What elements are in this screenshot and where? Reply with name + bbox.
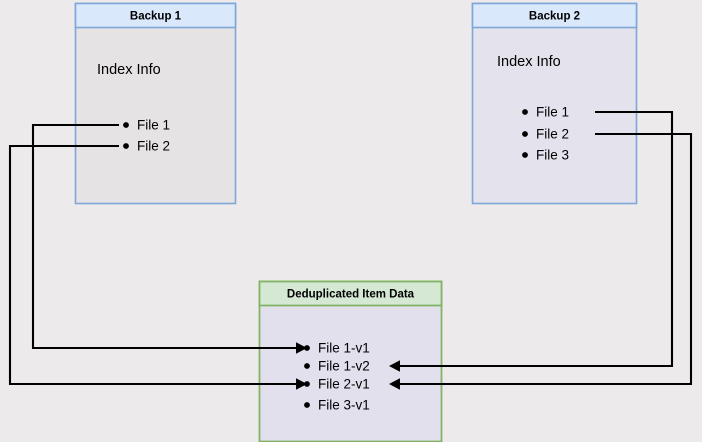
bullet-icon — [304, 402, 310, 408]
dedup-title: Deduplicated Item Data — [287, 289, 415, 301]
connector-backup1-file1-to-file1v1 — [31, 123, 307, 354]
backup1-item-label: File 2 — [137, 139, 170, 154]
connector-backup2-file2-to-file2v1 — [389, 132, 693, 390]
backup1-item-file-2[interactable]: File 2 — [123, 139, 170, 154]
backup1-heading: Index Info — [97, 62, 161, 78]
backup2-item-file-3[interactable]: File 3 — [522, 148, 569, 163]
backup2-item-file-2[interactable]: File 2 — [522, 127, 569, 142]
backup2-header-band — [471, 2, 638, 29]
bullet-icon — [304, 363, 310, 369]
arrowhead-icon — [296, 378, 307, 390]
backup2-box-body — [471, 2, 638, 205]
arrowhead-icon — [389, 378, 400, 390]
dedup-item-file-1-v2[interactable]: File 1-v2 — [304, 359, 370, 374]
backup2-item-label: File 3 — [536, 148, 569, 163]
backup1-item-label: File 1 — [137, 118, 170, 133]
arrowhead-icon — [389, 360, 400, 372]
dedup-box[interactable]: Deduplicated Item Data File 1-v1 File 1-… — [258, 280, 443, 442]
dedup-item-label: File 2-v1 — [318, 377, 370, 392]
dedup-item-label: File 1-v2 — [318, 359, 370, 374]
backup1-header-band — [74, 2, 237, 29]
bullet-icon — [123, 122, 129, 128]
backup2-title: Backup 2 — [529, 11, 580, 23]
bullet-icon — [522, 152, 528, 158]
dedup-box-body — [258, 280, 443, 442]
dedup-header-band — [258, 280, 443, 307]
backup1-title: Backup 1 — [130, 11, 182, 23]
backup2-item-label: File 1 — [536, 105, 569, 120]
backup1-item-file-1[interactable]: File 1 — [123, 118, 170, 133]
backup1-box-body — [74, 2, 237, 205]
backup2-box[interactable]: Backup 2 Index Info File 1 File 2 File 3 — [471, 2, 638, 205]
backup1-box[interactable]: Backup 1 Index Info File 1 File 2 — [74, 2, 237, 205]
bullet-icon — [522, 131, 528, 137]
backup2-item-file-1[interactable]: File 1 — [522, 105, 569, 120]
arrowhead-icon — [296, 342, 307, 354]
dedup-item-label: File 1-v1 — [318, 341, 370, 356]
connector-backup2-file1-to-file1v2 — [389, 110, 674, 372]
backup2-heading: Index Info — [497, 54, 561, 70]
dedup-item-label: File 3-v1 — [318, 398, 370, 413]
bullet-icon — [123, 143, 129, 149]
backup2-item-label: File 2 — [536, 127, 569, 142]
bullet-icon — [522, 109, 528, 115]
connector-backup1-file2-to-file2v1 — [8, 144, 307, 390]
dedup-item-file-3-v1[interactable]: File 3-v1 — [304, 398, 370, 413]
